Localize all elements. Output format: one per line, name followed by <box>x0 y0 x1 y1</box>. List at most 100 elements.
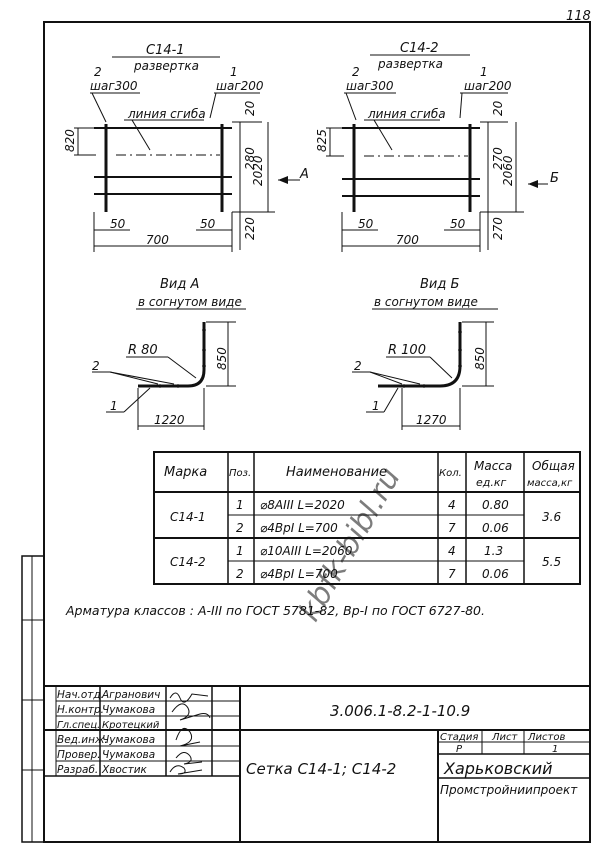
person-4-name: Чумакова <box>102 734 155 746</box>
view-c14-2-arrow-label: Б <box>550 171 559 186</box>
spec-group-2-row-2-name: ⌀4BpI L=700 <box>260 567 338 581</box>
view-c14-1-title: С14-1 <box>146 43 185 58</box>
stage-label: Стадия <box>440 732 478 743</box>
bent-view-a-leader2: 2 <box>92 359 100 373</box>
spec-header-mass-total-1: Общая <box>532 459 575 473</box>
bent-view-a-leader1: 1 <box>110 399 118 413</box>
org-line-2: Промстройниипроект <box>440 783 578 797</box>
person-5-name: Чумакова <box>102 749 155 761</box>
reinforcement-note: Арматура классов : А-III по ГОСТ 5781-82… <box>65 603 485 618</box>
spec-table: Марка Поз. Наименование Кол. Масса ед.кг… <box>153 451 581 585</box>
spec-group-1-row-1-name: ⌀8AIII L=2020 <box>260 498 345 512</box>
bent-view-a-length: 1220 <box>154 413 185 427</box>
document-title: Сетка С14-1; С14-2 <box>246 760 396 778</box>
person-3-role: Гл.спец. <box>57 720 100 731</box>
view-c14-2-dim-width: 700 <box>396 233 419 247</box>
view-c14-1-dim-20: 20 <box>243 100 257 116</box>
spec-group-1-row-2-qty: 7 <box>448 521 456 535</box>
person-2-name: Чумакова <box>102 704 155 716</box>
spec-group-1-row-2-mass: 0.06 <box>482 521 509 535</box>
view-c14-1-dim-left: 820 <box>63 129 77 152</box>
view-c14-2-leader2-step: шаг300 <box>346 79 394 93</box>
bent-view-b-leader1: 1 <box>372 399 380 413</box>
view-c14-2-dim-20: 20 <box>491 100 505 116</box>
view-c14-2-dim-total: 2060 <box>501 155 515 186</box>
spec-header-mass-unit-1: Масса <box>474 459 512 473</box>
signature-scribble-5 <box>169 765 203 775</box>
bent-view-b-title: Вид Б <box>420 277 459 292</box>
bent-view-a-radius: R 80 <box>128 343 158 358</box>
sheets-label: Листов <box>527 732 565 743</box>
spec-group-1-row-1-pos: 1 <box>236 498 244 512</box>
bent-view-a-subtitle: в согнутом виде <box>138 295 242 309</box>
view-c14-1-subtitle: развертка <box>133 59 199 73</box>
spec-group-1-mark: С14-1 <box>170 510 206 524</box>
person-5-role: Провер. <box>57 749 101 761</box>
spec-group-2-row-2-qty: 7 <box>448 567 456 581</box>
view-c14-1-dim-width: 700 <box>146 233 169 247</box>
view-c14-1-bend-line-label: линия сгиба <box>127 107 206 121</box>
bent-view-b-height: 850 <box>473 347 487 370</box>
view-c14-2-dim-50-right: 50 <box>450 217 466 231</box>
spec-group-2-row-2-pos: 2 <box>236 567 244 581</box>
view-c14-1: С14-1 развертка 2 шаг300 1 шаг200 линия … <box>63 43 309 252</box>
signature-scribble-3 <box>175 727 201 747</box>
view-c14-1-dim-50-right: 50 <box>200 217 216 231</box>
person-4-role: Вед.инж. <box>57 734 108 746</box>
view-c14-2-leader1-step: шаг200 <box>464 79 512 93</box>
view-c14-2-title: С14-2 <box>400 41 439 56</box>
spec-group-2-row-1-mass: 1.3 <box>484 544 503 558</box>
view-c14-2-leader1-num: 1 <box>480 65 488 79</box>
view-c14-2-leader2-num: 2 <box>352 65 360 79</box>
person-2-role: Н.контр. <box>57 704 104 716</box>
view-c14-1-dim-220: 220 <box>243 217 257 240</box>
spec-group-2-row-2-mass: 0.06 <box>482 567 509 581</box>
view-c14-1-leader2-num: 2 <box>94 65 102 79</box>
person-1-name: Агранович <box>101 689 160 701</box>
bent-view-b-length: 1270 <box>416 413 447 427</box>
spec-group-2-mark: С14-2 <box>170 555 206 569</box>
spec-header-mark: Марка <box>164 465 207 480</box>
spec-header-mass-unit-2: ед.кг <box>476 476 507 489</box>
stage-value: Р <box>456 744 463 755</box>
spec-header-mass-total-2: масса,кг <box>527 478 573 489</box>
signature-scribble-2 <box>171 703 211 721</box>
spec-group-2-total: 5.5 <box>542 555 561 569</box>
spec-group-1-row-1-mass: 0.80 <box>482 498 509 512</box>
spec-group-2-row-1-pos: 1 <box>236 544 244 558</box>
spec-group-1-row-1-qty: 4 <box>448 498 456 512</box>
bent-view-b-radius: R 100 <box>388 343 426 358</box>
spec-group-2-row-1-name: ⌀10AIII L=2060 <box>260 544 353 558</box>
view-c14-2-subtitle: развертка <box>377 57 443 71</box>
view-c14-1-leader2-step: шаг300 <box>90 79 138 93</box>
org-line-1: Харьковский <box>443 759 553 778</box>
bent-view-b: Вид Б в согнутом виде R 100 2 1 850 1270 <box>352 277 498 430</box>
spec-group-1-row-2-pos: 2 <box>236 521 244 535</box>
spec-group-1-row-2-name: ⌀4BpI L=700 <box>260 521 338 535</box>
person-3-name: Кротецкий <box>102 720 160 731</box>
title-block: Нач.отд. Агранович Н.контр. Чумакова Гл.… <box>43 685 591 843</box>
signature-scribble-4 <box>175 752 203 765</box>
spec-group-1-total: 3.6 <box>542 510 561 524</box>
sheets-value: 1 <box>552 744 558 755</box>
bent-view-a-height: 850 <box>215 347 229 370</box>
sheet-number: 118 <box>566 9 591 24</box>
view-c14-2-dim-50-left: 50 <box>358 217 374 231</box>
bent-view-b-subtitle: в согнутом виде <box>374 295 478 309</box>
signature-scribble-1 <box>169 692 209 703</box>
bent-view-a: Вид А в согнутом виде R 80 2 1 850 1220 <box>92 277 246 430</box>
view-c14-2-bend-line-label: линия сгиба <box>367 107 446 121</box>
view-c14-1-dim-280: 280 <box>243 147 257 170</box>
person-1-role: Нач.отд. <box>57 689 104 701</box>
person-6-role: Разраб. <box>57 764 98 776</box>
view-c14-1-dim-total: 2020 <box>251 155 265 186</box>
view-c14-1-arrow-label: А <box>299 167 309 182</box>
spec-group-2-row-1-qty: 4 <box>448 544 456 558</box>
spec-header-qty: Кол. <box>439 468 462 479</box>
view-c14-1-leader1-step: шаг200 <box>216 79 264 93</box>
bent-view-a-title: Вид А <box>160 277 199 292</box>
bent-view-b-leader2: 2 <box>354 359 362 373</box>
spec-header-pos: Поз. <box>229 468 251 479</box>
